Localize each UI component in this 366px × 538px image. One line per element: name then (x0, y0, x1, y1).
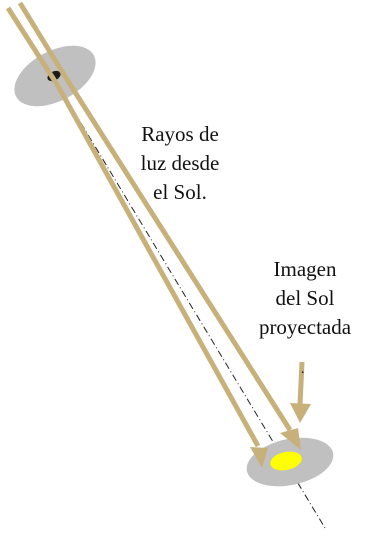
stray-dot: . (301, 362, 305, 377)
rays-label-line-2: luz desde (140, 151, 220, 175)
image-label-line-3: proyectada (258, 315, 352, 339)
incoming-ray-left (5, 6, 61, 88)
rays-label-line-3: el Sol. (153, 180, 207, 204)
light-ray-right (63, 76, 293, 432)
rays-label: Rayos de luz desde el Sol. (110, 120, 250, 207)
image-label: Imagen del Sol proyectada (240, 255, 366, 342)
light-ray-left-arrowhead (250, 447, 268, 468)
light-ray-left (55, 84, 261, 448)
pointer-arrow-shaft (297, 361, 305, 406)
rays-label-line-1: Rayos de (141, 122, 219, 146)
sun-image (270, 451, 302, 471)
pointer-arrow-head (290, 403, 311, 423)
light-ray-right-arrowhead (280, 428, 301, 450)
incoming-ray-right (17, 1, 69, 80)
image-label-line-2: del Sol (275, 286, 335, 310)
image-label-line-1: Imagen (273, 257, 337, 281)
